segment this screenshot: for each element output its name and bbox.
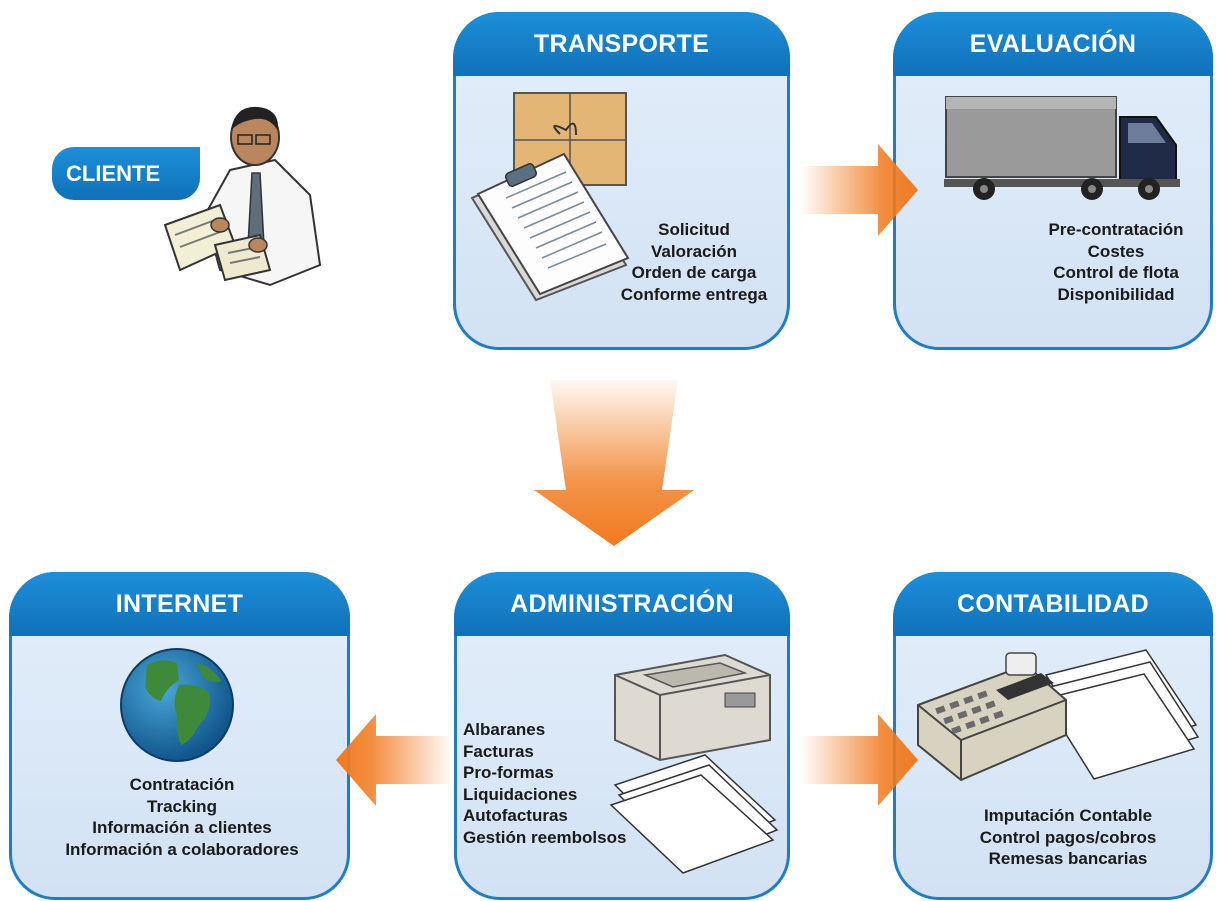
list-item: Control pagos/cobros <box>979 827 1157 847</box>
list-item: Control de flota <box>1053 263 1179 282</box>
evaluacion-panel: EVALUACIÓN Pre-contratación Costes Contr… <box>893 12 1213 350</box>
list-item: Gestión reembolsos <box>463 827 627 847</box>
list-item: Disponibilidad <box>1057 284 1175 304</box>
arrow-left-icon <box>336 714 454 806</box>
transporte-title: TRANSPORTE <box>453 12 790 76</box>
calculator-icon <box>917 649 1200 782</box>
arrow-right-icon <box>800 144 918 236</box>
list-item: Remesas bancarias <box>988 849 1148 868</box>
list-item: Albaranes <box>463 720 546 739</box>
internet-title: INTERNET <box>9 572 350 636</box>
evaluacion-title: EVALUACIÓN <box>893 12 1213 76</box>
list-item: Solicitud <box>658 220 730 239</box>
truck-icon <box>944 96 1180 200</box>
transporte-panel: TRANSPORTE Solicitud Valoración Orden de… <box>453 12 790 350</box>
printer-icon <box>609 653 779 874</box>
list-item: Costes <box>1087 241 1145 261</box>
list-item: Orden de carga <box>631 263 757 282</box>
list-item: Imputación Contable <box>983 806 1153 825</box>
list-item: Información a clientes <box>92 818 272 837</box>
list-item: Facturas <box>463 741 534 761</box>
evaluacion-items: Pre-contratación Costes Control de flota… <box>1026 219 1206 305</box>
contabilidad-title: CONTABILIDAD <box>893 572 1213 636</box>
list-item: Pro-formas <box>463 763 554 782</box>
arrow-right-icon <box>800 714 918 806</box>
administracion-panel: ADMINISTRACIÓN Albaranes Facturas Pro-fo… <box>454 572 790 900</box>
list-item: Pre-contratación <box>1048 220 1184 239</box>
list-item: Contratación <box>129 775 235 794</box>
list-item: Información a colaboradores <box>65 839 299 859</box>
internet-panel: INTERNET Contratación Tracking Informaci… <box>9 572 350 900</box>
contabilidad-items: Imputación Contable Control pagos/cobros… <box>958 805 1178 870</box>
cliente-label: CLIENTE <box>52 147 200 200</box>
list-item: Liquidaciones <box>463 784 578 804</box>
contabilidad-panel: CONTABILIDAD Imputación Contable Contro <box>893 572 1213 900</box>
administracion-title: ADMINISTRACIÓN <box>454 572 790 636</box>
list-item: Tracking <box>147 796 217 816</box>
list-item: Autofacturas <box>463 806 568 825</box>
transporte-items: Solicitud Valoración Orden de carga Conf… <box>594 219 794 305</box>
globe-icon <box>120 648 234 762</box>
internet-items: Contratación Tracking Información a clie… <box>32 774 332 860</box>
package-clipboard-icon <box>470 92 630 302</box>
businessman-reading-icon <box>163 106 322 287</box>
administracion-items: Albaranes Facturas Pro-formas Liquidacio… <box>463 719 663 848</box>
arrow-down-icon <box>534 380 694 546</box>
list-item: Conforme entrega <box>620 284 768 304</box>
list-item: Valoración <box>651 241 737 261</box>
